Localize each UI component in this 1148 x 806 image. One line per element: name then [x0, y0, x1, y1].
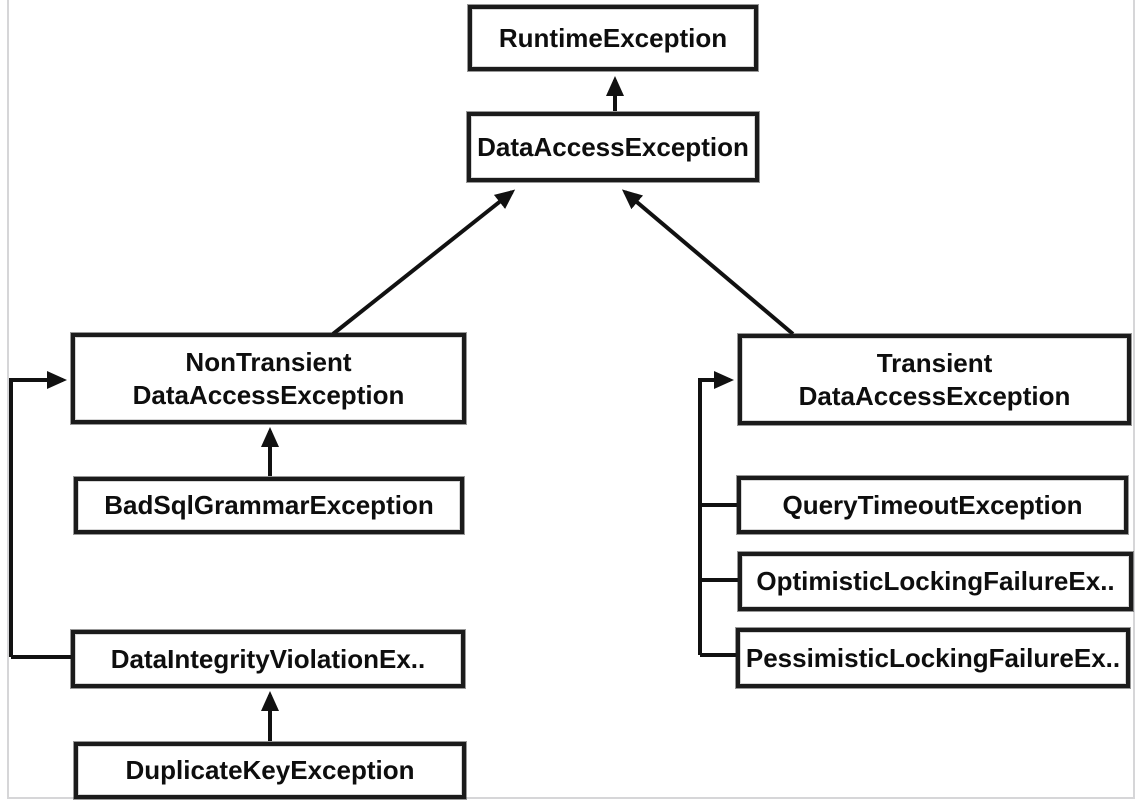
node-pessimistic-locking-failure-exception: PessimisticLockingFailureEx.. — [736, 628, 1130, 688]
bracket-left-arrow — [9, 371, 67, 657]
arrow-nontransient-to-dataaccess — [331, 189, 516, 336]
node-non-transient-data-access-exception: NonTransient DataAccessException — [71, 333, 466, 424]
node-transient-data-access-exception: Transient DataAccessException — [738, 334, 1131, 425]
node-label: DataIntegrityViolationEx.. — [110, 643, 426, 674]
node-label-line1: Transient — [876, 348, 993, 378]
node-bad-sql-grammar-exception: BadSqlGrammarException — [74, 477, 464, 534]
node-label: QueryTimeoutException — [782, 489, 1083, 520]
node-label: DataAccessException — [477, 131, 749, 162]
node-runtime-exception: RuntimeException — [468, 5, 758, 71]
arrow-transient-to-dataaccess — [621, 189, 795, 336]
node-label-line2: DataAccessException — [132, 379, 405, 410]
node-label: PessimisticLockingFailureEx.. — [745, 642, 1121, 673]
bracket-right-arrow — [698, 371, 734, 655]
node-query-timeout-exception: QueryTimeoutException — [737, 476, 1128, 534]
node-label: BadSqlGrammarException — [104, 490, 434, 521]
node-optimistic-locking-failure-exception: OptimisticLockingFailureEx.. — [738, 552, 1133, 611]
node-label-line2: DataAccessException — [798, 380, 1071, 411]
node-data-integrity-violation-exception: DataIntegrityViolationEx.. — [71, 630, 465, 688]
node-label-line1: NonTransient — [185, 347, 352, 377]
node-duplicate-key-exception: DuplicateKeyException — [74, 742, 466, 799]
node-data-access-exception: DataAccessException — [467, 112, 759, 182]
node-label: DuplicateKeyException — [125, 755, 415, 786]
node-label: OptimisticLockingFailureEx.. — [756, 566, 1115, 597]
node-label: RuntimeException — [498, 22, 728, 53]
